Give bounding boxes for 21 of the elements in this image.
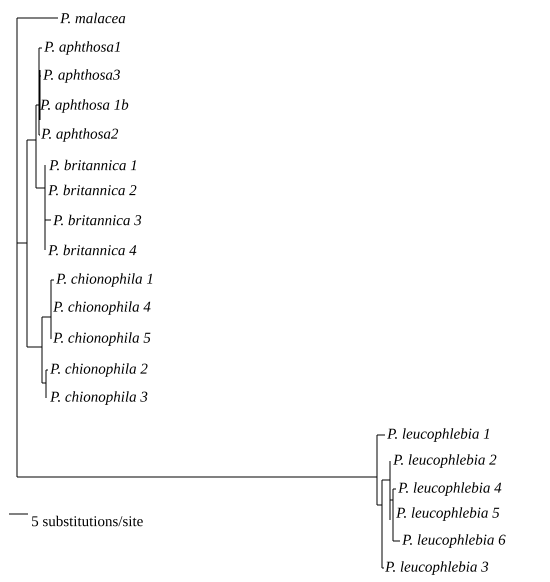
taxon-label: P. britannica 4: [48, 244, 136, 256]
taxon-label: P. aphthosa 1b: [40, 99, 128, 113]
taxon-label: P. chionophila 1: [56, 273, 152, 287]
taxon-label: P. britannica 3: [53, 214, 142, 226]
taxon-label: P. britannica 1: [49, 160, 136, 170]
taxon-label: P. britannica 2: [48, 184, 136, 196]
taxon-label: P. leucophlebia 6: [402, 534, 506, 548]
taxon-label: P. leucophlebia 3: [385, 561, 488, 575]
taxon-label: P. leucophlebia 5: [396, 507, 500, 521]
taxon-label: P. leucophlebia 1: [387, 428, 490, 442]
taxon-label: P. aphthosa2: [41, 128, 118, 142]
taxon-label: P. leucophlebia 2: [393, 454, 496, 468]
taxon-label: P. chionophila 2: [50, 363, 148, 377]
taxon-label: P. aphthosa3: [43, 69, 120, 83]
taxon-label: P. aphthosa1: [44, 41, 120, 55]
taxon-label: P. chionophila 3: [50, 391, 148, 405]
taxon-label: P. leucophlebia 4: [398, 482, 502, 496]
taxon-label: P. chionophila 4: [53, 301, 151, 315]
taxon-label: P. chionophila 5: [53, 332, 150, 346]
scale-label: 5 substitutions/site: [32, 516, 143, 526]
taxon-label: P. malacea: [60, 12, 126, 24]
